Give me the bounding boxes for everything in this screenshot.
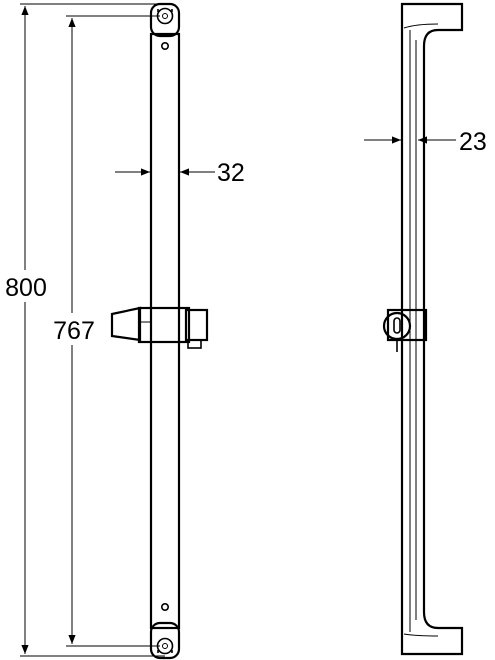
slider-holder-side <box>382 308 428 352</box>
side-view: 23 <box>364 2 487 656</box>
bottom-bracket <box>149 602 181 660</box>
top-bracket <box>149 2 181 50</box>
hole-spacing-dimension: 767 <box>48 15 160 647</box>
rail-width-label: 32 <box>217 159 245 187</box>
front-view: 800 767 <box>0 2 245 660</box>
rail-depth-label: 23 <box>459 128 487 156</box>
bottom-screw-icon <box>161 602 170 611</box>
hole-spacing-label: 767 <box>53 317 95 345</box>
overall-length-label: 800 <box>5 274 47 302</box>
slider-holder-front <box>110 306 209 349</box>
rail-profile-side <box>400 2 464 656</box>
rail-depth-dimension: 23 <box>364 128 487 156</box>
overall-length-dimension: 800 <box>0 3 165 657</box>
rail-front <box>149 32 181 630</box>
top-screw-icon <box>161 41 170 50</box>
rail-width-dimension: 32 <box>115 159 245 187</box>
